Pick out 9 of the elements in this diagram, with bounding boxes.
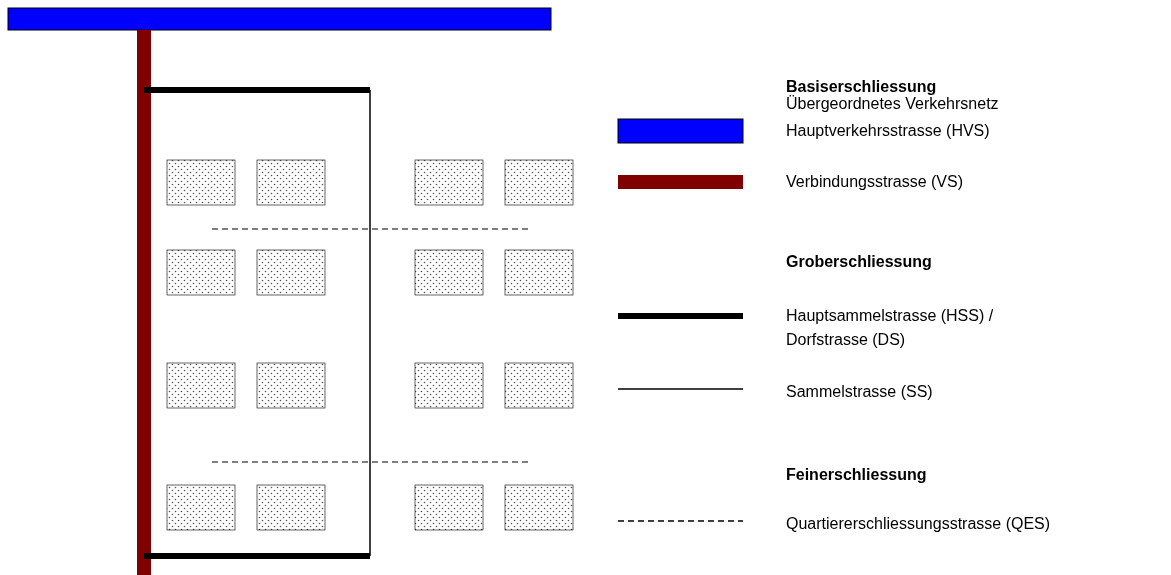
- section-heading: Feinerschliessung: [786, 465, 927, 484]
- section-heading: Groberschliessung: [786, 252, 932, 271]
- section-subheading: Übergeordnetes Verkehrsnetz: [786, 95, 999, 113]
- section-heading: Basiserschliessung: [786, 77, 937, 95]
- legend-text: Sammelstrasse (SS): [786, 382, 934, 402]
- legend-text: Verbindungsstrasse (VS): [786, 172, 964, 192]
- legend-text: Hauptverkehrsstrasse (HVS): [786, 121, 991, 141]
- legend-text: Quartiererschliessungsstrasse (QES): [786, 514, 1052, 534]
- legend-text: Hauptsammelstrasse (HSS) / Dorfstrasse (DS): [786, 306, 995, 350]
